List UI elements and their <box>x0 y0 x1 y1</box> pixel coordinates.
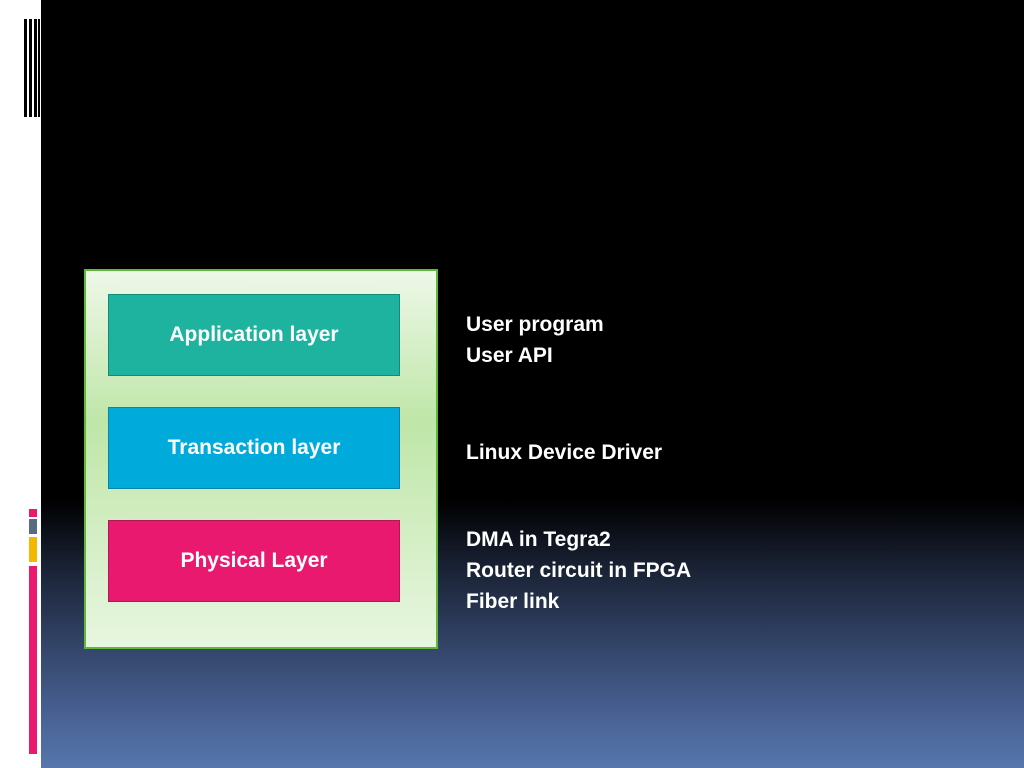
accent-bar-pink-long <box>29 566 37 754</box>
accent-bar-gray <box>29 519 37 534</box>
description-line: User program <box>466 313 604 336</box>
description-line: User API <box>466 344 553 367</box>
physical-layer-label: Physical Layer <box>180 549 328 572</box>
description-line: Router circuit in FPGA <box>466 559 692 582</box>
application-layer-box: Application layer <box>108 294 400 376</box>
description-line: Fiber link <box>466 590 560 613</box>
application-layer-description: User program User API <box>466 309 604 371</box>
description-line: DMA in Tegra2 <box>466 528 611 551</box>
window-blinds-icon <box>24 19 40 117</box>
left-sidebar-strip <box>0 0 41 768</box>
transaction-layer-label: Transaction layer <box>167 436 341 459</box>
description-line: Linux Device Driver <box>466 441 663 464</box>
physical-layer-box: Physical Layer <box>108 520 400 602</box>
transaction-layer-description: Linux Device Driver <box>466 437 662 468</box>
application-layer-label: Application layer <box>169 323 339 346</box>
transaction-layer-box: Transaction layer <box>108 407 400 489</box>
physical-layer-description: DMA in Tegra2 Router circuit in FPGA Fib… <box>466 524 691 617</box>
accent-bar-yellow <box>29 537 37 562</box>
accent-bar-pink-small <box>29 509 37 517</box>
